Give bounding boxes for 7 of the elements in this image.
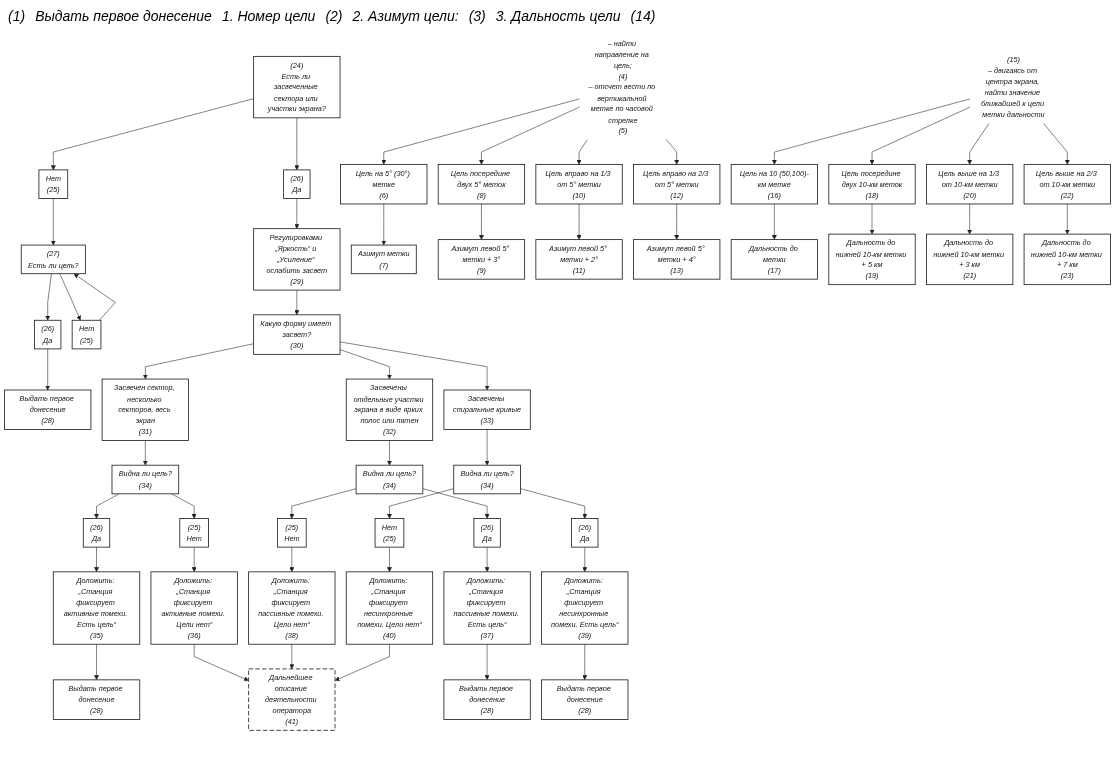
- callout-number: (1): [8, 8, 26, 24]
- callout-number: (3): [468, 8, 486, 24]
- list-item: 3. Дальность цели: [495, 8, 621, 24]
- list-item: 1. Номер цели: [221, 8, 316, 24]
- callout-number: (2): [325, 8, 343, 24]
- list-item: 2. Азимут цели:: [352, 8, 459, 24]
- heading-text: Выдать первое донесение: [35, 8, 212, 24]
